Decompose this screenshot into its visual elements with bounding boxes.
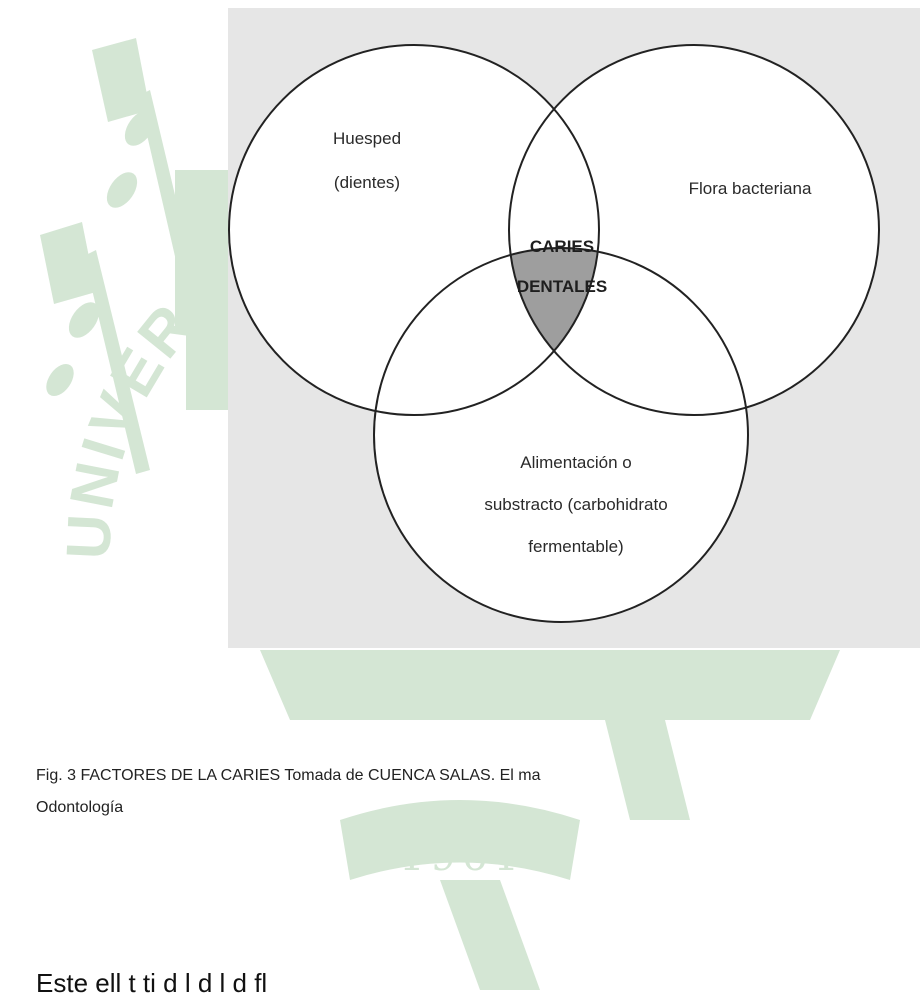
host-label-line1: Huesped <box>333 129 401 148</box>
caption-line-2: Odontología <box>36 799 124 816</box>
center-label-line1: CARIES <box>530 237 594 256</box>
figure-caption: Fig. 3 FACTORES DE LA CARIES Tomada de C… <box>36 760 541 824</box>
venn-figure: Huesped (dientes) Flora bacteriana CARIE… <box>228 8 920 648</box>
diet-label-line1: Alimentación o <box>520 453 632 472</box>
watermark-year: 1961 <box>399 834 525 880</box>
host-label-line2: (dientes) <box>334 173 400 192</box>
flora-label: Flora bacteriana <box>689 179 812 198</box>
body-paragraph-start: Este ell t ti d l d l d fl <box>36 968 268 998</box>
caption-line-1: Fig. 3 FACTORES DE LA CARIES Tomada de C… <box>36 767 541 784</box>
diet-label-line2: substracto (carbohidrato <box>484 495 667 514</box>
diet-circle <box>374 248 748 622</box>
center-label-line2: DENTALES <box>517 277 607 296</box>
diet-label-line3: fermentable) <box>528 537 623 556</box>
